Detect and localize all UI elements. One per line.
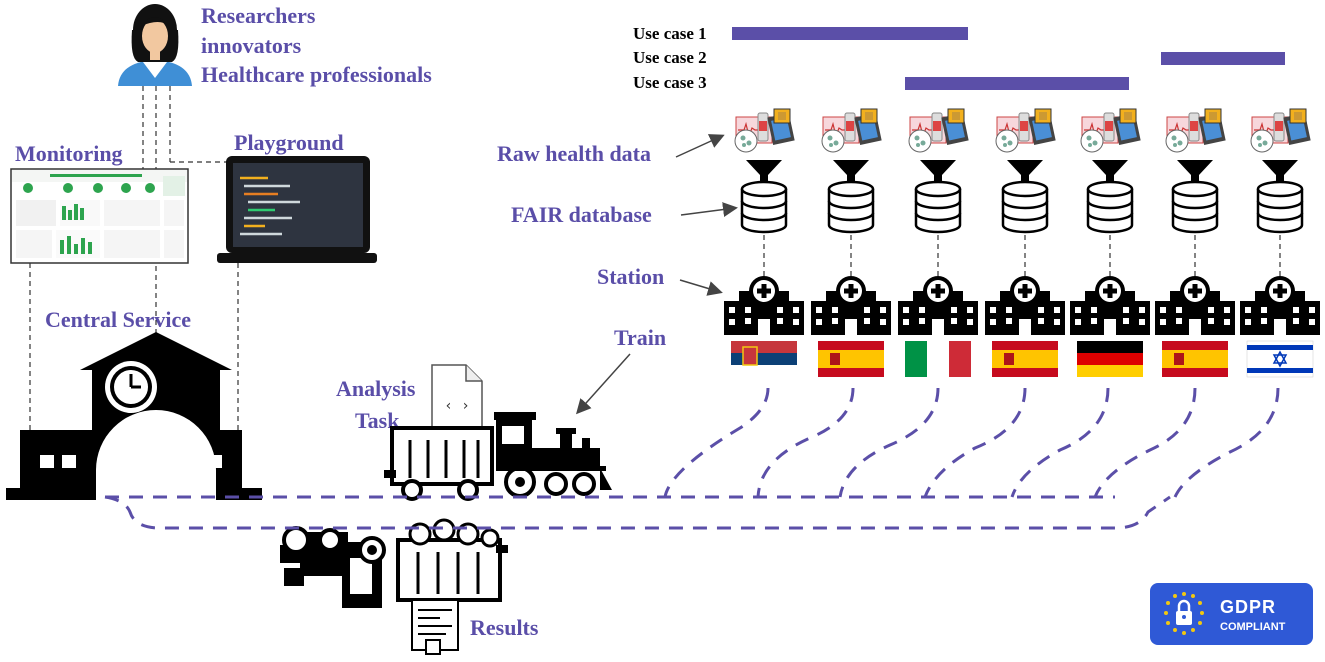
raw-health-data-icon (1165, 108, 1227, 153)
analysis-task-label-line1: Analysis (336, 376, 416, 401)
fair-database-label: FAIR database (511, 202, 652, 227)
station-hospital-icon (724, 276, 804, 335)
fair-database-icon (740, 180, 788, 234)
service-connectors (29, 263, 239, 430)
filter-funnel-icon (1007, 160, 1043, 184)
filter-funnel-icon (1262, 160, 1298, 184)
label-arrows (575, 134, 738, 415)
train-label: Train (614, 325, 667, 350)
use-case-2-bar (1161, 52, 1285, 65)
use-case-1-bar (732, 27, 968, 40)
monitoring-label: Monitoring (15, 141, 123, 166)
analysis-task-document-icon: ‹ › (431, 364, 483, 431)
raw-health-data-icon (821, 108, 883, 153)
results-train-icon (280, 518, 508, 655)
stations-group (724, 108, 1320, 378)
fair-database-icon (914, 180, 962, 234)
station-column-3 (898, 108, 978, 377)
central-service-building-icon (6, 332, 262, 500)
svg-text:‹ ›: ‹ › (444, 398, 469, 414)
station-column-7 (1240, 108, 1320, 378)
station-column-4 (985, 108, 1065, 377)
station-hospital-icon (985, 276, 1065, 335)
station-hospital-icon (898, 276, 978, 335)
flag-spain-icon (818, 341, 884, 377)
fair-database-icon (1086, 180, 1134, 234)
train-icon (384, 412, 612, 501)
station-column-2 (811, 108, 891, 377)
analysis-task-label-line2: Task (355, 408, 400, 433)
fair-database-icon (1171, 180, 1219, 234)
filter-funnel-icon (920, 160, 956, 184)
eu-lock-icon (1164, 592, 1204, 635)
use-case-1-label: Use case 1 (633, 24, 707, 43)
gdpr-subtitle: COMPLIANT (1220, 621, 1286, 633)
flag-israel-icon (1246, 340, 1314, 378)
fair-database-icon (1256, 180, 1304, 234)
fair-database-icon (827, 180, 875, 234)
filter-funnel-icon (833, 160, 869, 184)
central-service-label: Central Service (45, 307, 191, 332)
flag-spain-icon (992, 341, 1058, 377)
station-label: Station (597, 264, 665, 289)
filter-funnel-icon (1177, 160, 1213, 184)
playground-laptop-icon[interactable] (217, 156, 377, 263)
use-case-3-label: Use case 3 (633, 73, 707, 92)
user-avatar-icon (118, 4, 192, 86)
raw-health-data-icon (995, 108, 1057, 153)
monitoring-dashboard[interactable] (10, 168, 189, 264)
raw-health-data-icon (908, 108, 970, 153)
user-group-label-healthcare: Healthcare professionals (201, 62, 432, 87)
gdpr-compliant-badge: GDPR COMPLIANT (1150, 583, 1313, 645)
raw-health-data-icon (1080, 108, 1142, 153)
use-case-3-bar (905, 77, 1129, 90)
raw-health-data-label: Raw health data (497, 141, 652, 166)
station-column-1 (724, 108, 804, 377)
flag-spain-icon (1162, 341, 1228, 377)
station-hospital-icon (1070, 276, 1150, 335)
train-route (104, 387, 1280, 530)
flag-serbia-icon (731, 341, 797, 377)
fair-database-icon (1001, 180, 1049, 234)
raw-health-data-icon (734, 108, 796, 153)
use-case-2-label: Use case 2 (633, 48, 707, 67)
raw-health-data-icon (1250, 108, 1312, 153)
playground-label: Playground (234, 130, 344, 155)
flag-italy-icon (905, 341, 971, 377)
station-hospital-icon (1240, 276, 1320, 335)
user-group-label-researchers: Researchers (201, 3, 316, 28)
user-group-label-innovators: innovators (201, 33, 302, 58)
station-column-6 (1155, 108, 1235, 377)
filter-funnel-icon (746, 160, 782, 184)
station-hospital-icon (811, 276, 891, 335)
flag-germany-icon (1077, 341, 1143, 377)
station-hospital-icon (1155, 276, 1235, 335)
filter-funnel-icon (1092, 160, 1128, 184)
station-column-5 (1070, 108, 1150, 377)
gdpr-title: GDPR (1220, 597, 1277, 617)
results-label: Results (470, 615, 539, 640)
